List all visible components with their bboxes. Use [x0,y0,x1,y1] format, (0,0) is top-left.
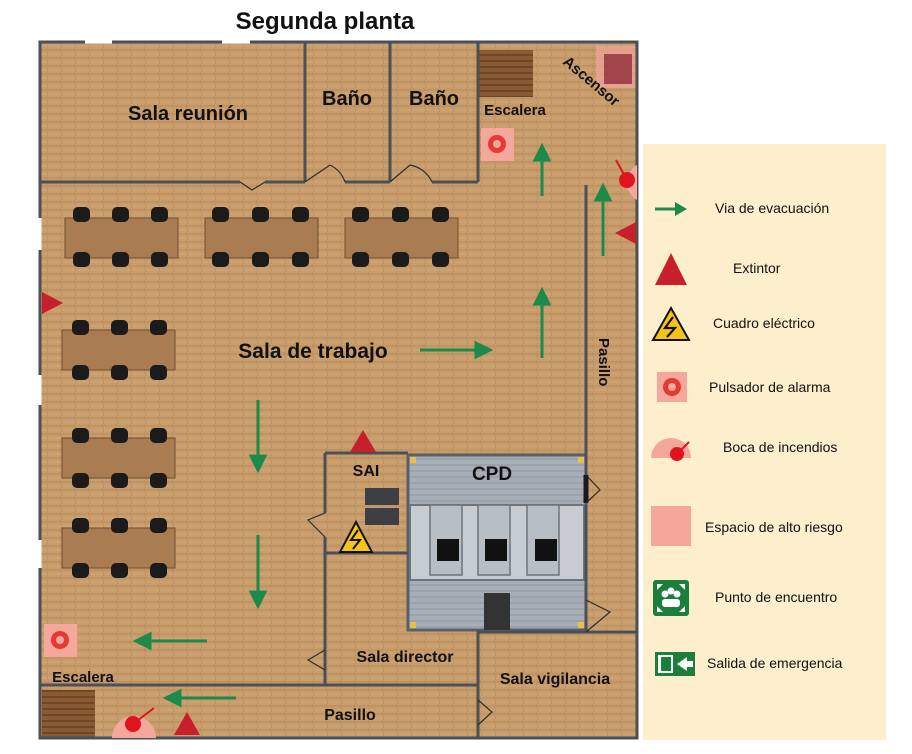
alarm-button-icon [657,372,687,402]
legend-label: Boca de incendios [723,439,838,455]
fire-hose-markers [112,159,637,738]
extinguisher-triangle-icon [655,253,687,285]
alarm-button-markers [44,128,514,657]
emergency-exit-icon [655,652,695,676]
legend-label: Pulsador de alarma [709,379,831,395]
floor [40,42,637,738]
walls [38,40,639,740]
cpd-entry [484,593,510,630]
legend-item-electrical: Cuadro eléctrico [643,304,886,344]
label-sala-trabajo: Sala de trabajo [238,340,387,363]
floor-plan: Sala reunión Baño Baño Escalera Ascensor… [38,40,639,740]
legend-item-evacuation: Via de evacuación [643,189,886,229]
page-title: Segunda planta [235,8,415,35]
legend-panel: Via de evacuación Extintor Cuadro eléctr… [643,144,886,740]
meeting-point-icon [653,580,689,616]
electrical-panel-icon [651,305,691,341]
legend-item-fire-hose: Boca de incendios [643,428,886,468]
high-risk-area-icon [651,506,691,546]
chairs [72,207,449,578]
legend-item-emergency-exit: Salida de emergencia [643,644,886,684]
label-escalera-bottom: Escalera [52,669,114,686]
server-rack [485,539,507,561]
legend-label: Salida de emergencia [707,655,843,671]
label-bano-1: Baño [322,88,372,110]
lift-box [604,54,632,84]
legend-label: Extintor [733,260,781,276]
legend-label: Via de evacuación [715,200,830,216]
label-sai: SAI [353,463,380,480]
legend-item-extinguisher: Extintor [643,249,886,289]
legend-label: Espacio de alto riesgo [705,519,843,535]
label-sala-reunion: Sala reunión [128,103,248,125]
evacuation-arrows [132,142,613,708]
legend-item-alarm: Pulsador de alarma [643,368,886,408]
stairs-bottom [42,690,95,737]
fire-hose-icon [651,438,691,461]
label-sala-director: Sala director [357,649,454,666]
legend-item-meeting-point: Punto de encuentro [643,578,886,618]
server-rack [535,539,557,561]
ups-unit [365,488,399,505]
legend-item-risk: Espacio de alto riesgo [643,506,886,548]
windows [38,40,250,568]
label-pasillo-right: Pasillo [595,338,612,386]
label-bano-2: Baño [409,88,459,110]
label-escalera-top: Escalera [484,102,546,119]
ups-unit [365,508,399,525]
legend-label: Punto de encuentro [715,589,838,605]
label-pasillo-bottom: Pasillo [324,707,376,724]
electrical-panel-marker [338,519,374,553]
extinguisher-markers [42,222,636,735]
label-cpd: CPD [472,464,512,485]
server-rack [437,539,459,561]
legend-label: Cuadro eléctrico [713,315,815,331]
stairs-top [478,50,533,97]
evacuation-arrow-icon [655,202,687,216]
label-sala-vigilancia: Sala vigilancia [500,671,610,688]
doors [239,164,612,726]
